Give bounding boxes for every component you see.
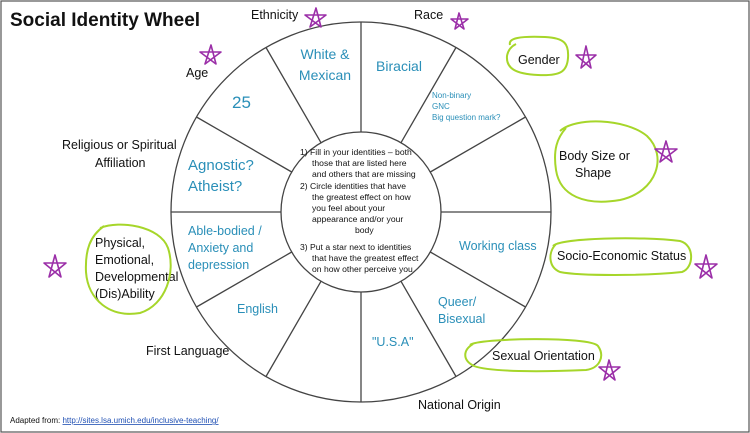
answer-religion-line: Atheist?	[188, 178, 242, 195]
answer-race: Biracial	[376, 58, 422, 74]
label-first-language: First Language	[146, 344, 229, 358]
wheel	[170, 21, 552, 403]
answer-gender-line: Non-binary	[432, 91, 471, 100]
answer-ethnicity-line: White &	[300, 46, 350, 62]
wheel-spoke	[265, 47, 322, 144]
answer-gender-line: Big question mark?	[432, 113, 501, 122]
answer-first-language: English	[237, 302, 278, 316]
credit-line: Adapted from: http://sites.lsa.umich.edu…	[10, 416, 219, 425]
instruction-line: those that are listed here	[312, 158, 407, 168]
star-icon	[575, 45, 597, 69]
wheel-spoke	[265, 280, 322, 377]
answer-religion-line: Agnostic?	[188, 157, 254, 174]
label-ability-line: Emotional,	[95, 253, 154, 267]
instruction-line: 1) Fill in your identities – both	[300, 147, 412, 157]
star-icon	[598, 359, 621, 381]
sexual-orientation-highlight-circle	[464, 338, 603, 373]
instruction-line: appearance and/or your	[312, 214, 403, 224]
instruction-line: on how other perceive you	[312, 264, 413, 274]
answer-sexual-orientation-line: Queer/	[438, 295, 477, 309]
instruction-line: 2) Circle identities that have	[300, 181, 406, 191]
wheel-spoke	[429, 251, 526, 308]
instruction-line: the greatest effect on how	[312, 192, 412, 202]
instruction-line: that have the greatest effect	[312, 253, 419, 263]
gender-highlight-circle	[505, 35, 570, 77]
label-gender: Gender	[518, 53, 560, 67]
label-national-origin: National Origin	[418, 398, 501, 412]
label-race: Race	[414, 8, 443, 22]
answer-ability-line: depression	[188, 258, 249, 272]
wheel-spoke	[400, 280, 457, 377]
label-ability-line: Developmental	[95, 270, 178, 284]
label-body-size-line: Shape	[575, 166, 611, 180]
credit-prefix: Adapted from:	[10, 416, 62, 425]
ability-highlight-circle	[84, 223, 172, 315]
answer-ability-line: Able-bodied /	[188, 224, 262, 238]
answer-ethnicity-line: Mexican	[299, 67, 351, 83]
answers: White & Mexican Biracial Non-binary GNC …	[188, 46, 537, 349]
label-religion-line: Religious or Spiritual	[62, 138, 177, 152]
instruction-line: body	[355, 225, 374, 235]
category-labels: Ethnicity Race Gender Body Size or Shape…	[62, 8, 686, 412]
instruction-line: you feel about your	[312, 203, 385, 213]
star-icon	[450, 12, 469, 30]
wheel-spoke	[429, 116, 526, 173]
page-title: Social Identity Wheel	[10, 10, 200, 31]
answer-gender-line: GNC	[432, 102, 450, 111]
answer-sexual-orientation-line: Bisexual	[438, 312, 485, 326]
star-icon	[654, 140, 678, 163]
label-religion-line: Affiliation	[95, 156, 146, 170]
wheel-spoke	[400, 47, 457, 144]
label-ses: Socio-Economic Status	[557, 249, 686, 263]
label-ability-line: Physical,	[95, 236, 145, 250]
answer-national-origin: "U.S.A"	[372, 335, 414, 349]
instruction-line: 3) Put a star next to identities	[300, 242, 411, 252]
wheel-spokes	[171, 22, 551, 402]
answer-ability-line: Anxiety and	[188, 241, 253, 255]
instruction-line: and others that are missing	[312, 169, 416, 179]
star-icon	[694, 254, 718, 279]
wheel-spoke	[196, 251, 293, 308]
answer-ses: Working class	[459, 239, 537, 253]
instructions-block: 1) Fill in your identities – both those …	[300, 147, 419, 274]
stars	[43, 7, 718, 381]
label-ethnicity: Ethnicity	[251, 8, 299, 22]
star-icon	[304, 7, 327, 28]
star-icon	[199, 44, 222, 65]
answer-age: 25	[232, 93, 251, 112]
label-ability-line: (Dis)Ability	[95, 287, 155, 301]
highlight-circles	[84, 35, 693, 373]
credit-link[interactable]: http://sites.lsa.umich.edu/inclusive-tea…	[62, 416, 219, 425]
label-body-size-line: Body Size or	[559, 149, 630, 163]
label-sexual-orientation: Sexual Orientation	[492, 349, 595, 363]
wheel-spoke	[196, 116, 293, 173]
ses-highlight-circle	[549, 237, 693, 276]
star-icon	[43, 254, 67, 278]
body-size-highlight-circle	[554, 120, 659, 203]
label-age: Age	[186, 66, 208, 80]
